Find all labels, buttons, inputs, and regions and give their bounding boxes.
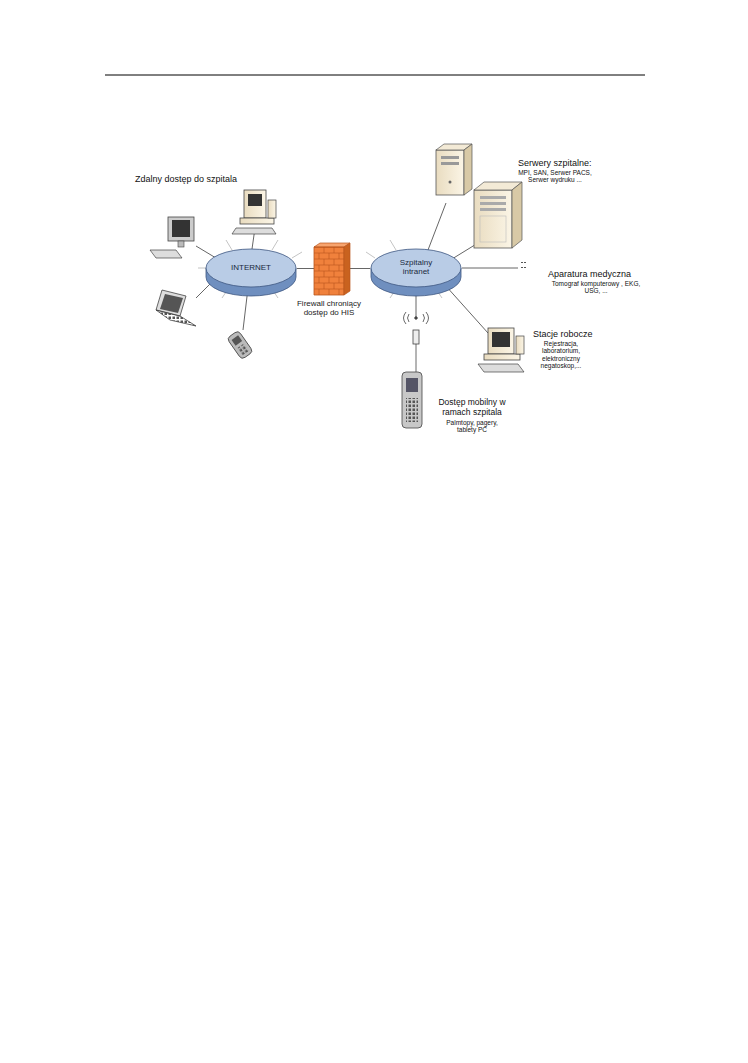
network-name: Szpitalny intranet bbox=[386, 259, 446, 277]
flat-monitor bbox=[150, 217, 194, 258]
group-label: Stacje robocze bbox=[533, 329, 623, 339]
network-cloud: Szpitalny intranet bbox=[370, 248, 462, 298]
disc-text-box: INTERNET bbox=[205, 250, 297, 286]
firewall: Firewall chroniący dostęp do HIS bbox=[314, 243, 350, 295]
network-disc bbox=[205, 248, 297, 298]
group-note: Rejestracja, laboratorium, elektroniczny… bbox=[532, 340, 590, 370]
group-label: Dostęp mobilny w ramach szpitala bbox=[432, 398, 512, 418]
brick-wall bbox=[314, 243, 350, 295]
mobile-phone bbox=[227, 330, 253, 359]
group-note: Tomograf komputerowy , EKG, USG, ... bbox=[546, 280, 646, 295]
network-link bbox=[350, 268, 370, 269]
workstation bbox=[478, 328, 524, 372]
wireless-antenna bbox=[404, 312, 429, 372]
firewall-label: Firewall chroniący dostęp do HIS bbox=[289, 299, 369, 317]
group-label: Aparatura medyczna bbox=[548, 269, 658, 279]
network-name: INTERNET bbox=[231, 264, 271, 273]
network-cloud: INTERNET bbox=[205, 248, 297, 298]
desktop-computer bbox=[232, 190, 276, 234]
network-lines bbox=[196, 203, 518, 333]
rack-server bbox=[474, 182, 522, 248]
group-note: MPI, SAN, Serwer PACS, Serwer wydruku ..… bbox=[510, 169, 600, 184]
equipment-mark bbox=[521, 262, 526, 268]
group-label: Zdalny dostęp do szpitala bbox=[135, 174, 285, 184]
disc-text-box: Szpitalny intranet bbox=[370, 250, 462, 286]
header-rule bbox=[105, 75, 645, 76]
tower-server bbox=[436, 144, 472, 195]
handheld-device bbox=[402, 372, 422, 428]
group-label: Serwery szpitalne: bbox=[518, 158, 628, 168]
laptop bbox=[156, 290, 196, 326]
group-note: Palmtopy, pagery, tablety PC bbox=[437, 419, 507, 434]
network-link bbox=[297, 268, 314, 269]
